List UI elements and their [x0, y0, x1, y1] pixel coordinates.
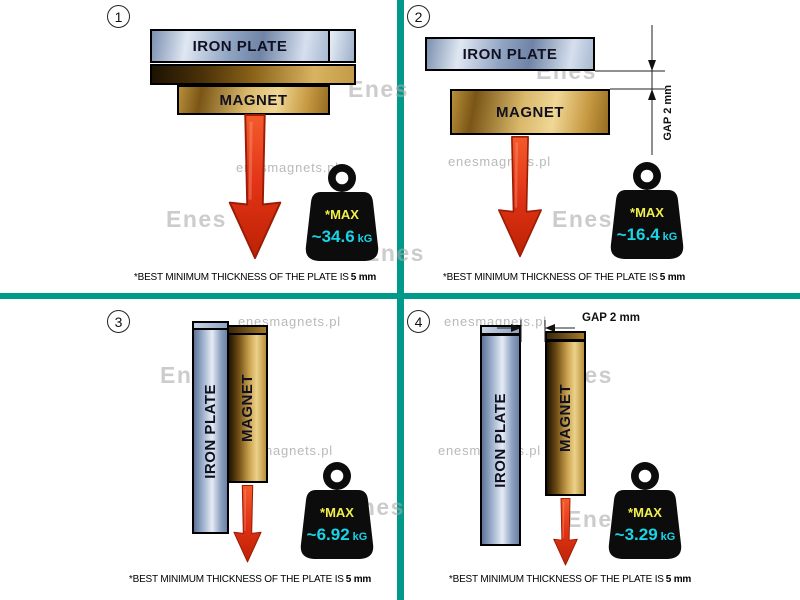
- gap-word: GAP: [662, 116, 674, 141]
- pull-force-arrow-2: [498, 136, 542, 258]
- magnet-label-3: MAGNET: [239, 374, 256, 442]
- magnet-top-face-1: [150, 64, 356, 85]
- magnet-bar-2: MAGNET: [450, 89, 610, 135]
- iron-plate-bar-3: IRON PLATE: [192, 328, 229, 534]
- magnet-bar-3: MAGNET: [227, 333, 268, 483]
- footnote-bold: 5 mm: [659, 272, 686, 283]
- weight-max-label-2: *MAX: [630, 205, 664, 220]
- watermark-logo: Enes: [348, 76, 409, 102]
- iron-plate-bar-2: IRON PLATE: [425, 37, 595, 71]
- arrow-shape: [498, 136, 542, 258]
- gap-label-4: GAP 2 mm: [582, 312, 640, 324]
- iron-plate-end-cap-1: [328, 29, 356, 63]
- footnote-bold: 5 mm: [345, 574, 372, 585]
- magnet-label-2: MAGNET: [496, 103, 564, 121]
- weight-handle-hole: [335, 171, 349, 185]
- watermark-logo: Enes: [166, 206, 227, 232]
- panel-4-number: 4: [407, 310, 430, 333]
- gap-label-2: GAP 2 mm: [658, 55, 678, 170]
- footnote-text: *BEST MINIMUM THICKNESS OF THE PLATE IS: [442, 272, 658, 283]
- weight-body: [305, 192, 379, 261]
- gap-value: 2 mm: [662, 84, 674, 114]
- arrow-highlight: [244, 489, 247, 531]
- pull-force-arrow-4: [553, 498, 578, 566]
- arrow-shape: [553, 498, 578, 566]
- dimension-arrowhead: [648, 60, 656, 71]
- footnote-bold: 5 mm: [350, 272, 377, 283]
- gap-dimension-lines-4: [497, 320, 575, 342]
- gap-dimension-lines-2: [595, 25, 665, 155]
- divider-vertical: [397, 0, 404, 600]
- footnote-text: *BEST MINIMUM THICKNESS OF THE PLATE IS: [128, 574, 344, 585]
- pull-force-arrow-3: [233, 485, 262, 563]
- gap-word: GAP: [582, 312, 607, 324]
- arrow-highlight: [514, 142, 518, 208]
- weight-max-label-3: *MAX: [320, 505, 354, 520]
- arrow-shape: [228, 114, 282, 260]
- weight-handle-hole: [330, 469, 344, 483]
- weight-body: [300, 490, 374, 559]
- footnote-text: *BEST MINIMUM THICKNESS OF THE PLATE IS: [448, 574, 664, 585]
- footnote-bold: 5 mm: [665, 574, 692, 585]
- weight-max-label-4: *MAX: [628, 505, 662, 520]
- iron-plate-label-1: IRON PLATE: [192, 37, 288, 55]
- magnet-bar-4: MAGNET: [545, 340, 586, 496]
- weight-body: [608, 490, 682, 559]
- weight-body: [610, 190, 684, 259]
- iron-plate-label-3: IRON PLATE: [202, 383, 219, 479]
- watermark-logo: Enes: [552, 206, 613, 232]
- magnet-label-1: MAGNET: [219, 91, 288, 109]
- arrow-highlight: [248, 121, 253, 200]
- dimension-arrowhead: [511, 324, 521, 332]
- iron-plate-label-4: IRON PLATE: [492, 392, 509, 488]
- panel-2-number: 2: [407, 5, 430, 28]
- dimension-arrowhead: [545, 324, 555, 332]
- arrow-shape: [233, 485, 262, 563]
- weight-handle-hole: [638, 469, 652, 483]
- footnote-text: *BEST MINIMUM THICKNESS OF THE PLATE IS: [133, 272, 349, 283]
- iron-plate-bar-4: IRON PLATE: [480, 334, 521, 546]
- divider-horizontal: [0, 293, 800, 299]
- magnet-label-4: MAGNET: [557, 384, 574, 452]
- iron-plate-bar-1: IRON PLATE: [150, 29, 330, 63]
- dimension-arrowhead: [648, 89, 656, 100]
- iron-plate-label-2: IRON PLATE: [462, 45, 558, 63]
- gap-value: 2 mm: [609, 312, 640, 324]
- magnet-bar-1: MAGNET: [177, 85, 330, 115]
- panel-3-number: 3: [107, 310, 130, 333]
- weight-max-label-1: *MAX: [325, 207, 359, 222]
- weight-handle-hole: [640, 169, 654, 183]
- panel-1-number: 1: [107, 5, 130, 28]
- pull-force-arrow-1: [228, 114, 282, 260]
